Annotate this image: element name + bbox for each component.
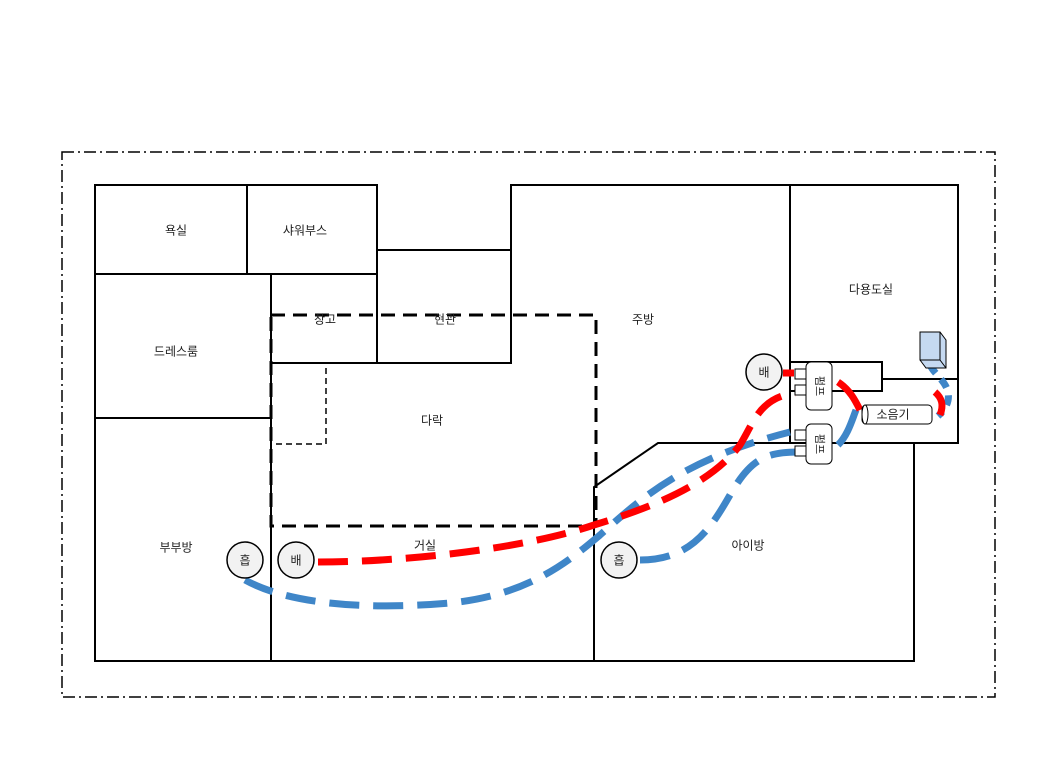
label-entrance: 현관 [434, 313, 456, 327]
exhaust-vent-living: 배 [277, 541, 315, 579]
label-dressroom: 드레스룸 [154, 345, 198, 359]
intake-duct-unit [926, 363, 952, 419]
pump-upper-label: 펌프 [813, 376, 826, 396]
ventilation-unit [919, 331, 947, 369]
ducts [243, 363, 952, 610]
exhaust-vent-kitchen: 배 [745, 353, 783, 391]
intake-duct-living [243, 428, 791, 610]
walls [94, 184, 959, 662]
silencer: 소음기 [861, 404, 933, 425]
exhaust-duct-pump [835, 379, 864, 412]
pump-upper: 펌프 [794, 361, 833, 411]
exhaust-duct-silencer [932, 389, 946, 417]
exhaust-duct-living [317, 389, 796, 566]
intake-vent-kids: 흡 [600, 541, 638, 579]
label-shower-booth: 샤워부스 [283, 224, 327, 238]
intake-duct-pump [835, 408, 860, 448]
pump-lower: 펌프 [794, 423, 833, 465]
label-kids-room: 아이방 [731, 539, 764, 553]
site-boundary [61, 151, 996, 698]
intake-duct-kids [639, 448, 799, 564]
silencer-label: 소음기 [876, 408, 909, 422]
room-entrance [376, 249, 512, 364]
svg-text:흡: 흡 [613, 554, 624, 568]
pump-lower-label: 펌프 [813, 434, 826, 454]
intake-vent-master: 흡 [226, 541, 264, 579]
attic-outline [269, 313, 598, 528]
label-living-room: 거실 [414, 539, 436, 553]
main-walls [95, 184, 959, 662]
svg-text:배: 배 [758, 366, 769, 380]
label-utility-room: 다용도실 [849, 283, 893, 297]
label-bathroom: 욕실 [165, 224, 187, 238]
label-storage: 창고 [314, 313, 336, 327]
label-master-bedroom: 부부방 [159, 541, 192, 555]
label-kitchen: 주방 [632, 313, 654, 327]
svg-text:배: 배 [290, 554, 301, 568]
svg-text:흡: 흡 [239, 554, 250, 568]
label-attic: 다락 [421, 414, 443, 428]
room-master-bedroom [94, 417, 272, 662]
attic-inner-outline [270, 362, 327, 445]
